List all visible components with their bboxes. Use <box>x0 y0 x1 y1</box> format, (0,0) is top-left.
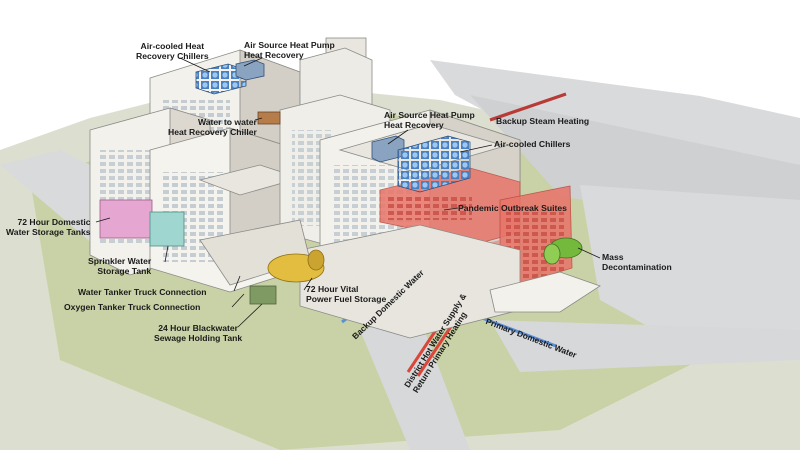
sewage-holding-tank <box>249 285 277 305</box>
parking-lot-right <box>580 185 800 355</box>
label-blackwater-sewage-tank: 24 Hour Blackwater Sewage Holding Tank <box>154 323 242 343</box>
label-line: Heat Recovery <box>244 50 304 60</box>
hospital-building <box>89 37 601 339</box>
label-vital-power-fuel-storage: 72 Hour Vital Power Fuel Storage <box>306 284 386 304</box>
backup-steam-pipe <box>489 92 567 122</box>
label-line: Heat Recovery <box>384 120 444 130</box>
label-line: Decontamination <box>602 262 672 272</box>
label-line: Water Storage Tanks <box>6 227 91 237</box>
label-line: Air Source Heat Pump <box>244 40 335 50</box>
rooftop-equipment <box>195 59 471 193</box>
label-line: Mass <box>602 252 624 262</box>
label-mass-decontamination: Mass Decontamination <box>602 252 672 272</box>
label-line: Air-cooled Heat <box>140 41 205 51</box>
primary-domestic-water-pipe <box>481 316 557 348</box>
label-domestic-water-storage: 72 Hour Domestic Water Storage Tanks <box>6 217 91 237</box>
label-oxygen-tanker-connection: Oxygen Tanker Truck Connection <box>64 302 201 312</box>
road-southwest <box>360 318 470 450</box>
label-line: Storage Tank <box>97 266 152 276</box>
label-line: 72 Hour Vital <box>306 284 359 294</box>
label-line: Power Fuel Storage <box>306 294 387 304</box>
label-line: Heat Recovery Chiller <box>168 127 257 137</box>
label-line: Sewage Holding Tank <box>154 333 243 343</box>
label-line: 72 Hour Domestic <box>17 217 91 227</box>
label-air-cooled-heat-recovery-chillers: Air-cooled Heat Recovery Chillers <box>136 41 209 61</box>
label-line: Sprinkler Water <box>88 256 152 266</box>
label-air-cooled-chillers: Air-cooled Chillers <box>494 139 571 149</box>
road-south <box>490 320 800 372</box>
label-line: 24 Hour Blackwater <box>158 323 238 333</box>
label-air-source-heat-pump-mid: Air Source Heat Pump Heat Recovery <box>384 110 475 130</box>
leader-lines <box>95 57 601 328</box>
label-sprinkler-water-storage: Sprinkler Water Storage Tank <box>88 256 151 276</box>
decontamination-unit <box>543 237 583 265</box>
label-water-to-water-chiller: Water to water Heat Recovery Chiller <box>168 117 257 137</box>
water-to-water-chiller-unit <box>257 111 281 125</box>
fuel-storage-tank <box>267 249 325 283</box>
label-line: Recovery Chillers <box>136 51 209 61</box>
label-backup-steam-heating: Backup Steam Heating <box>496 116 590 126</box>
air-cooled-chillers-unit <box>397 135 471 193</box>
air-source-heat-pump-top-unit <box>235 59 265 81</box>
label-water-tanker-connection: Water Tanker Truck Connection <box>78 287 207 297</box>
sprinkler-water-tank <box>149 211 185 247</box>
label-line: Water to water <box>197 117 257 127</box>
label-line: Air Source Heat Pump <box>384 110 475 120</box>
label-pandemic-outbreak-suites: Pandemic Outbreak Suites <box>458 203 567 213</box>
site-equipment <box>99 199 583 305</box>
label-air-source-heat-pump-top: Air Source Heat Pump Heat Recovery <box>244 40 335 60</box>
